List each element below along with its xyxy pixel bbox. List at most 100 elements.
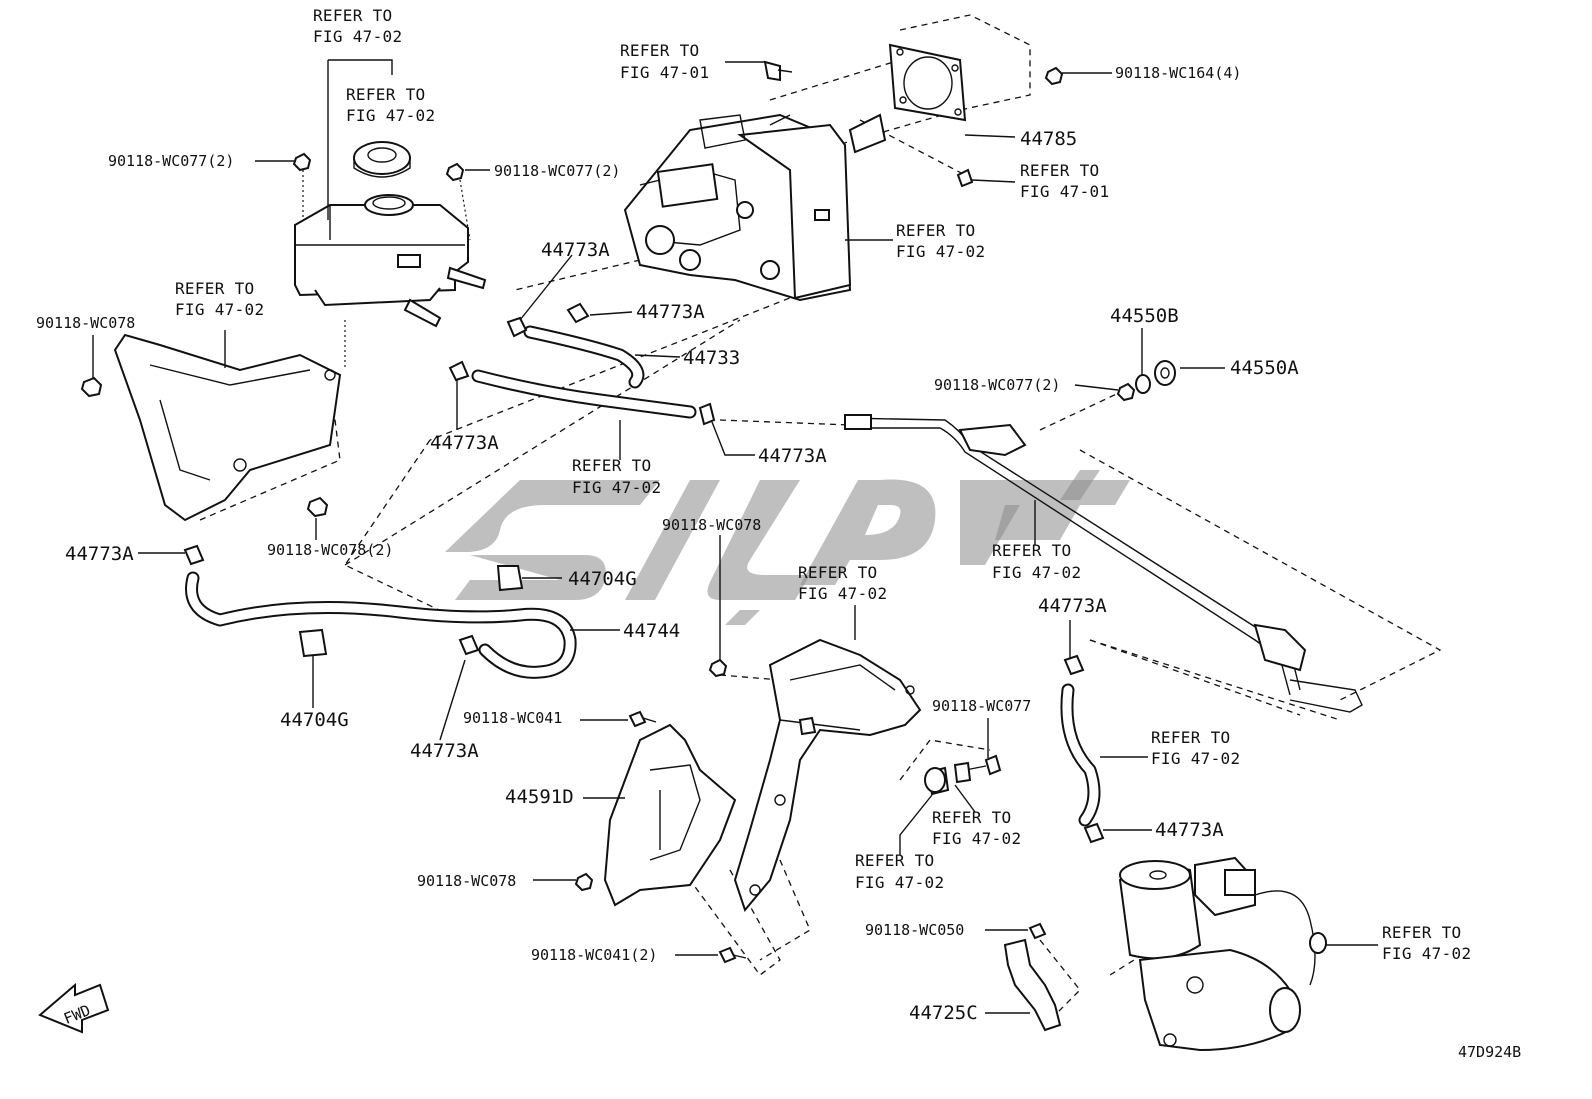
nut-90118-wc078-lower — [574, 872, 594, 892]
part-label-90118-wc077-2: 90118-WC077(2) — [934, 376, 1060, 394]
refer-label: REFER TO — [1020, 161, 1099, 180]
refer-fig: FIG 47-02 — [1382, 944, 1471, 963]
hose-upper-center — [471, 369, 697, 419]
part-label-44773a: 44773A — [541, 239, 610, 261]
refer-fig: FIG 47-02 — [896, 242, 985, 261]
part-label-44704g: 44704G — [568, 568, 637, 590]
clip-44704g-lower — [298, 628, 328, 658]
grommet-44550a — [1154, 360, 1176, 386]
part-label-90118-wc078-2: 90118-WC078(2) — [267, 541, 393, 559]
grommet-44550b — [1135, 374, 1151, 394]
clamp-44773a-b — [566, 302, 590, 324]
fwd-arrow: FWD — [38, 982, 110, 1034]
part-label-44591d: 44591D — [505, 786, 574, 808]
center-mounting-bracket — [733, 638, 922, 913]
part-label-44733: 44733 — [683, 347, 740, 369]
clamp-44773a-g — [1063, 654, 1085, 676]
part-label-90118-wc050: 90118-WC050 — [865, 921, 964, 939]
refer-fig: FIG 47-01 — [620, 63, 709, 82]
clip-fig4701-mid — [956, 168, 974, 188]
refer-fig: FIG 47-02 — [1151, 749, 1240, 768]
hose-44744 — [185, 571, 577, 679]
reservoir-tank — [294, 194, 487, 328]
refer-label: REFER TO — [932, 808, 1011, 827]
part-label-44704g: 44704G — [280, 709, 349, 731]
brake-actuator-assembly — [623, 113, 887, 302]
refer-fig: FIG 47-01 — [1020, 182, 1109, 201]
watermark-logo — [445, 470, 1130, 625]
refer-fig: FIG 47-02 — [313, 27, 402, 46]
part-label-44550a: 44550A — [1230, 357, 1299, 379]
refer-label: REFER TO — [1382, 923, 1461, 942]
refer-fig: FIG 47-02 — [992, 563, 1081, 582]
refer-fig: FIG 47-02 — [798, 584, 887, 603]
nut-90118-wc077-left — [292, 152, 312, 172]
nut-90118-wc078-center — [708, 658, 728, 678]
refer-label: REFER TO — [572, 456, 651, 475]
bolt-90118-wc077 — [953, 754, 1002, 784]
clamp-44773a-c — [448, 360, 470, 382]
part-label-44773a: 44773A — [1038, 595, 1107, 617]
nut-90118-wc164 — [1044, 66, 1064, 86]
bolt-90118-wc041-2 — [718, 946, 747, 964]
clamp-44773a-a — [506, 316, 528, 338]
nut-90118-wc078-2 — [306, 496, 329, 518]
part-label-44773a: 44773A — [65, 543, 134, 565]
labels: REFER TO FIG 47-02 REFER TO FIG 47-02 90… — [36, 6, 1521, 1061]
refer-label: REFER TO — [992, 541, 1071, 560]
heat-shield-44591d — [603, 723, 737, 907]
part-label-44725c: 44725C — [909, 1002, 978, 1024]
refer-fig: FIG 47-02 — [932, 829, 1021, 848]
refer-label: REFER TO — [798, 563, 877, 582]
reservoir-cap — [353, 141, 411, 178]
bolt-90118-wc050 — [1028, 922, 1047, 940]
part-label-90118-wc041: 90118-WC041 — [463, 709, 562, 727]
refer-label: REFER TO — [620, 41, 699, 60]
reservoir-bracket — [113, 333, 342, 522]
part-label-90118-wc077: 90118-WC077 — [932, 697, 1031, 715]
pump-motor-assembly — [1118, 856, 1327, 1052]
part-label-44744: 44744 — [623, 620, 680, 642]
hose-right-lower — [1060, 683, 1101, 827]
refer-label: REFER TO — [896, 221, 975, 240]
bushing-center-right — [924, 766, 950, 796]
leader-lines — [92, 59, 1378, 1014]
hose-44733 — [523, 325, 645, 389]
part-label-90118-wc077-2: 90118-WC077(2) — [108, 152, 234, 170]
part-label-90118-wc078: 90118-WC078 — [36, 314, 135, 332]
nut-90118-wc077-right-2 — [1116, 382, 1136, 402]
bolt-90118-wc041 — [628, 710, 657, 728]
part-label-90118-wc041-2: 90118-WC041(2) — [531, 946, 657, 964]
part-label-90118-wc077-2: 90118-WC077(2) — [494, 162, 620, 180]
clamp-44773a-e — [183, 544, 205, 566]
nut-90118-wc077-right — [445, 162, 465, 182]
refer-label: REFER TO — [175, 279, 254, 298]
refer-label: REFER TO — [313, 6, 392, 25]
part-label-90118-wc078: 90118-WC078 — [662, 516, 761, 534]
nut-90118-wc078-left — [80, 376, 103, 398]
part-label-44773a: 44773A — [1155, 819, 1224, 841]
part-label-44773a: 44773A — [430, 432, 499, 454]
refer-fig: FIG 47-02 — [572, 478, 661, 497]
part-label-44550b: 44550B — [1110, 305, 1179, 327]
clamp-44773a-f — [458, 634, 480, 656]
clip-44704g-upper — [496, 565, 524, 592]
part-label-44773a: 44773A — [410, 740, 479, 762]
gasket-plate — [888, 43, 967, 122]
part-label-90118-wc164-4: 90118-WC164(4) — [1115, 64, 1241, 82]
bolt-fig4701-top — [763, 60, 793, 82]
refer-label: REFER TO — [346, 85, 425, 104]
refer-label: REFER TO — [855, 851, 934, 870]
part-label-44773a: 44773A — [636, 301, 705, 323]
bracket-44725c — [1003, 938, 1062, 1032]
refer-fig: FIG 47-02 — [346, 106, 435, 125]
part-label-44785: 44785 — [1020, 128, 1077, 150]
refer-fig: FIG 47-02 — [855, 873, 944, 892]
refer-fig: FIG 47-02 — [175, 300, 264, 319]
brake-pipe-rod — [844, 414, 1363, 713]
part-label-90118-wc078: 90118-WC078 — [417, 872, 516, 890]
refer-label: REFER TO — [1151, 728, 1230, 747]
part-label-44773a: 44773A — [758, 445, 827, 467]
clamp-44773a-d — [698, 402, 716, 426]
